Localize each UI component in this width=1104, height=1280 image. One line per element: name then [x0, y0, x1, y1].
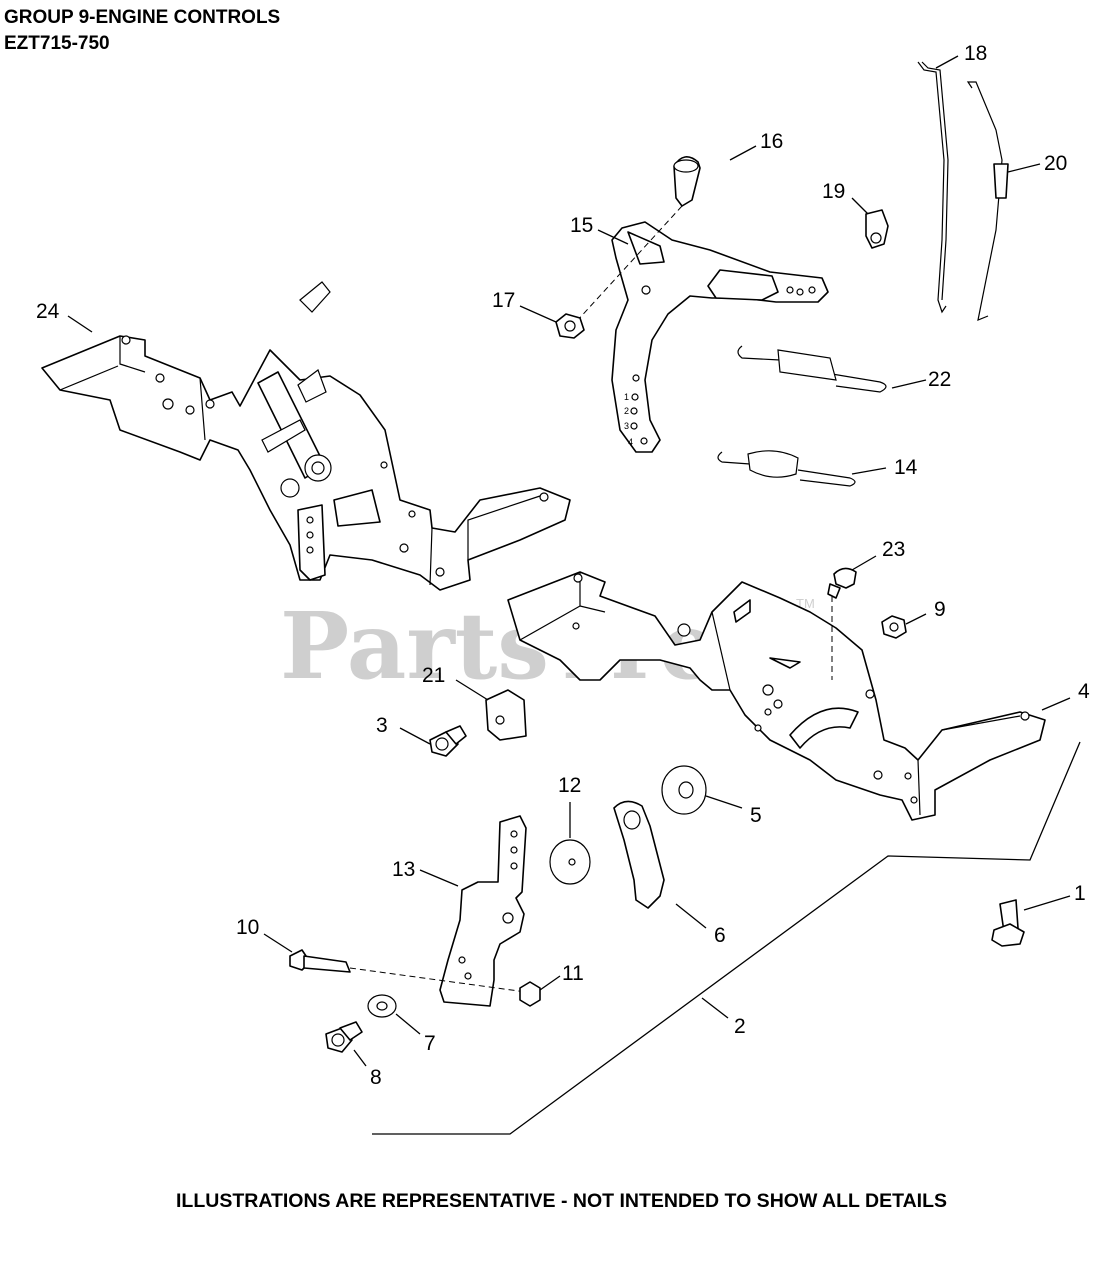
bolt-10-centerline [349, 967, 527, 993]
diagram-title: GROUP 9-ENGINE CONTROLS [4, 7, 281, 28]
callout-9[interactable]: 9 [934, 598, 946, 621]
part-15-control-arm[interactable]: 1 2 3 4 [611, 221, 829, 453]
callout-12[interactable]: 12 [558, 774, 581, 797]
part-19-clip[interactable] [865, 209, 889, 249]
callout-7[interactable]: 7 [424, 1032, 436, 1055]
pin-centerline [575, 205, 683, 323]
part-23-shoulder-bolt[interactable] [827, 567, 857, 599]
callout-leaders [67, 55, 1071, 1067]
callout-10[interactable]: 10 [236, 916, 259, 939]
callout-23[interactable]: 23 [882, 538, 905, 561]
svg-text:3: 3 [624, 421, 629, 431]
callout-21[interactable]: 21 [422, 664, 445, 687]
part-11-nut[interactable] [519, 981, 541, 1007]
svg-text:2: 2 [624, 406, 629, 416]
part-24-left-bracket-assembly[interactable] [41, 281, 571, 591]
callout-1[interactable]: 1 [1074, 882, 1086, 905]
callout-24[interactable]: 24 [36, 300, 60, 323]
part-21-clip[interactable] [485, 689, 527, 741]
callout-14[interactable]: 14 [894, 456, 918, 479]
part-20-cable[interactable] [966, 81, 1009, 321]
part-12-washer[interactable] [549, 839, 591, 885]
part-7-washer[interactable] [367, 994, 397, 1018]
callout-labels: 1 2 3 4 5 6 7 8 9 10 11 12 13 14 15 16 1… [36, 42, 1090, 1089]
callout-17[interactable]: 17 [492, 289, 515, 312]
callout-3[interactable]: 3 [376, 714, 388, 737]
part-3-bolt[interactable] [429, 725, 467, 757]
callout-20[interactable]: 20 [1044, 152, 1067, 175]
part-2-kit-outline [372, 741, 1081, 1135]
part-17-nut[interactable] [555, 313, 585, 339]
callout-22[interactable]: 22 [928, 368, 951, 391]
part-9-nut[interactable] [881, 615, 907, 639]
part-10-bolt[interactable] [289, 949, 351, 973]
part-22-spring[interactable] [737, 345, 887, 393]
disclaimer-footer: ILLUSTRATIONS ARE REPRESENTATIVE - NOT I… [176, 1190, 947, 1212]
part-5-washer[interactable] [661, 765, 707, 815]
part-4-right-bracket[interactable] [507, 571, 1046, 821]
part-6-lever[interactable] [613, 800, 665, 909]
callout-2[interactable]: 2 [734, 1015, 746, 1038]
callout-18[interactable]: 18 [964, 42, 987, 65]
callout-6[interactable]: 6 [714, 924, 726, 947]
callout-8[interactable]: 8 [370, 1066, 382, 1089]
callout-13[interactable]: 13 [392, 858, 415, 881]
callout-4[interactable]: 4 [1078, 680, 1090, 703]
part-14-spring[interactable] [717, 450, 856, 487]
part-16-pin[interactable] [673, 156, 701, 207]
svg-text:4: 4 [628, 437, 633, 447]
model-range: EZT715-750 [4, 33, 110, 54]
part-1-bolt[interactable] [991, 899, 1025, 947]
callout-16[interactable]: 16 [760, 130, 783, 153]
callout-11[interactable]: 11 [562, 962, 584, 985]
svg-text:1: 1 [624, 392, 629, 402]
part-13-control-lever[interactable] [439, 815, 527, 1007]
callout-19[interactable]: 19 [822, 180, 845, 203]
part-18-control-rod[interactable] [917, 61, 949, 314]
part-8-bolt[interactable] [325, 1021, 363, 1053]
callout-5[interactable]: 5 [750, 804, 762, 827]
callout-15[interactable]: 15 [570, 214, 593, 237]
